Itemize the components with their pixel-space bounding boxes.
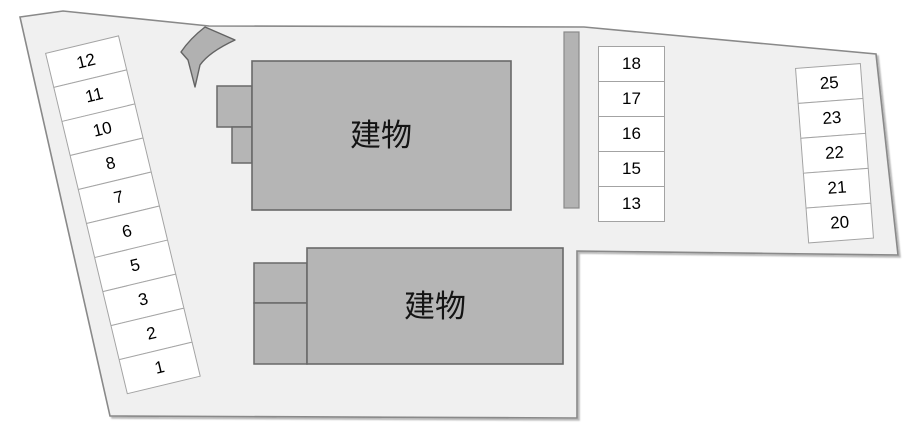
building-lower-body — [306, 247, 564, 365]
building-lower-annex-1 — [253, 262, 308, 304]
parking-stall-15: 15 — [598, 151, 665, 187]
building-upper-label: 建物 — [350, 118, 412, 153]
entrance-arrow-icon — [180, 26, 236, 88]
parking-stall-16: 16 — [598, 116, 665, 152]
building-upper-body — [251, 60, 512, 211]
building-upper-annex-2 — [231, 126, 253, 164]
wall-strip — [563, 31, 580, 209]
parking-stall-20: 20 — [805, 202, 875, 244]
parking-stall-13: 13 — [598, 186, 665, 222]
building-lower: 建物 — [253, 247, 564, 365]
building-lower-annex-2 — [253, 302, 308, 365]
parking-column-right: 25 23 22 21 20 — [795, 63, 875, 244]
building-upper: 建物 — [216, 60, 512, 211]
parking-column-middle: 18 17 16 15 13 — [598, 46, 665, 222]
building-upper-annex-1 — [216, 85, 253, 128]
building-lower-label: 建物 — [404, 289, 466, 324]
parking-stall-18: 18 — [598, 46, 665, 82]
parking-stall-17: 17 — [598, 81, 665, 117]
